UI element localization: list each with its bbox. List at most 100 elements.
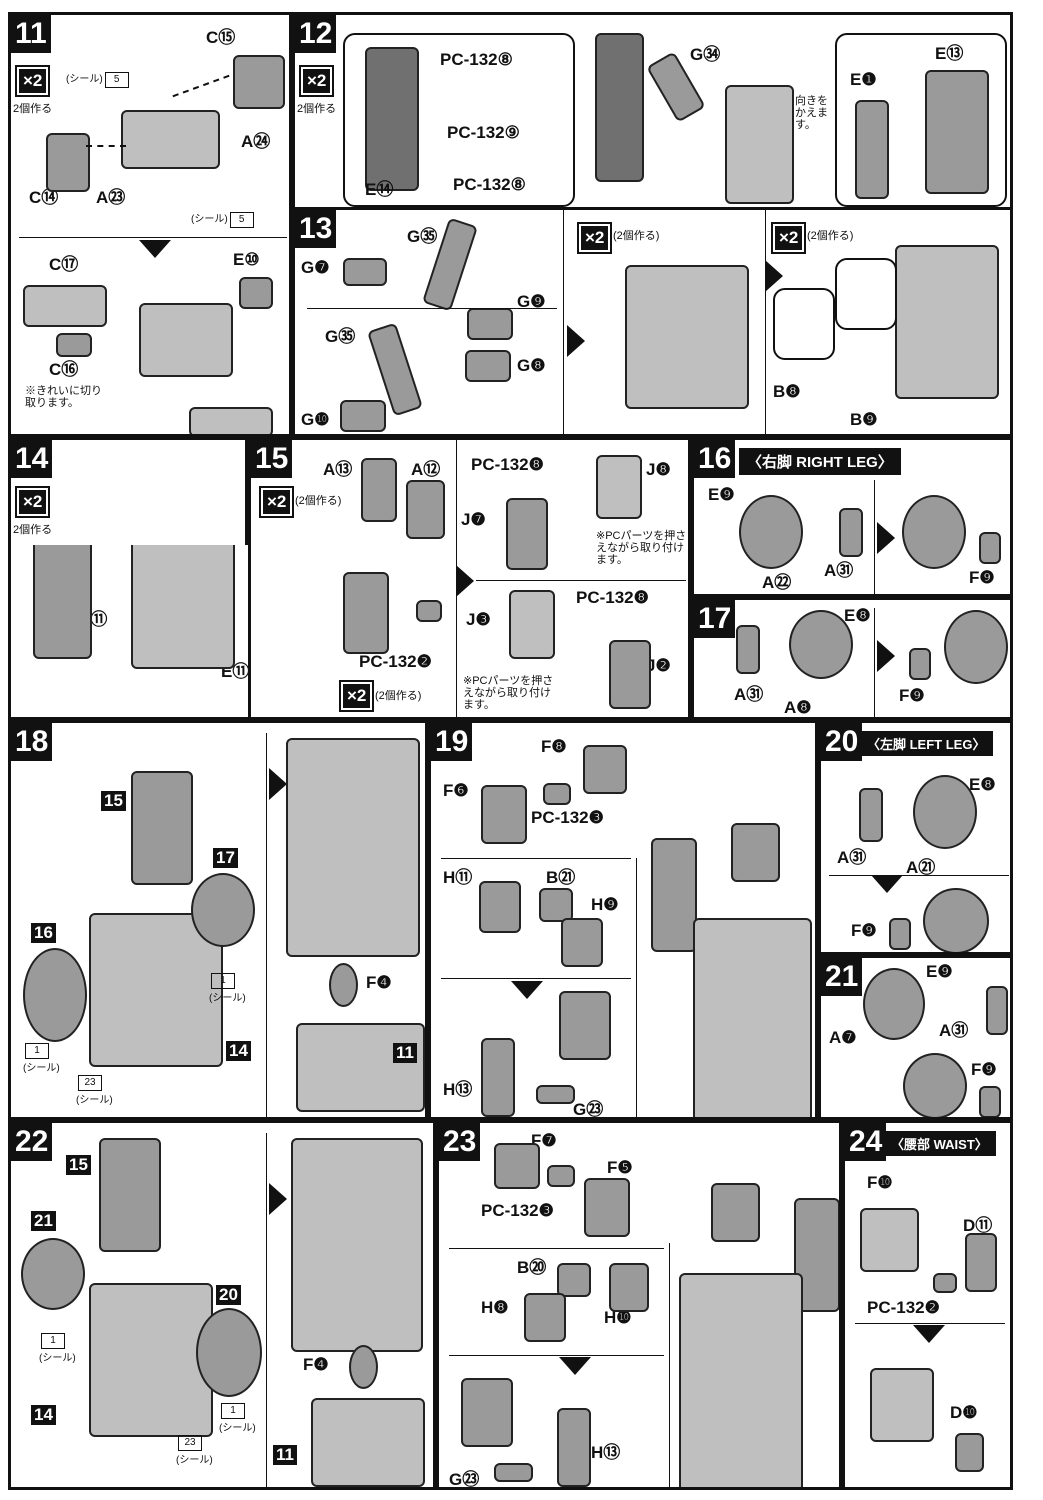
- part-label: D⑪: [963, 1216, 993, 1235]
- seal-label: (シール)5: [66, 70, 129, 88]
- part-label: E❾: [708, 485, 735, 504]
- part-leg-assembled: [286, 738, 420, 957]
- part-label: A㉛: [734, 685, 764, 704]
- step-19-panel: 19 F❽ F❻ PC-132❸ H⑪ B㉑ H❾ H⑬ G㉓: [428, 720, 818, 1120]
- part-g8: [465, 350, 511, 382]
- part-knee-disc: [196, 1308, 262, 1397]
- divider: [669, 1243, 670, 1487]
- x2-badge: ×2: [770, 222, 807, 254]
- step-number: 21: [821, 958, 863, 996]
- part-frame: [365, 47, 419, 191]
- part-g10: [340, 400, 386, 432]
- part-f8: [583, 745, 627, 794]
- step-15-panel: 15 ×2 (2個作る) A⑬ A⑫ PC-132❷ ×2 (2個作る) PC-…: [248, 437, 691, 720]
- arrow-right: [567, 325, 585, 357]
- part-j2: [609, 640, 651, 709]
- part-leg-disc: [863, 968, 925, 1040]
- part-a12: [406, 480, 445, 539]
- part-label: PC-132❽: [576, 588, 649, 607]
- callout-box: [773, 288, 835, 360]
- part-leg-disc: [789, 610, 853, 679]
- part-label: E❽: [969, 775, 996, 794]
- part-a31: [986, 986, 1008, 1035]
- part-label: J❼: [461, 510, 486, 529]
- part-body: [121, 110, 220, 169]
- part-label: J❷: [646, 656, 671, 675]
- guide-line: [172, 74, 230, 98]
- part-d11: [965, 1233, 997, 1292]
- part-label: C⑮: [206, 28, 236, 47]
- part-label: A㉛: [837, 848, 867, 867]
- part-leg-assembled: [291, 1138, 423, 1352]
- divider: [441, 978, 631, 979]
- part-e7: [33, 545, 92, 659]
- x2-note: 2個作る: [13, 103, 53, 115]
- part-label: PC-132⑧: [453, 175, 526, 194]
- callout-box: [835, 258, 897, 330]
- part-label: G㉓: [573, 1100, 604, 1119]
- arrow-down: [559, 1357, 591, 1375]
- section-title: 〈腰部 WAIST〉: [883, 1131, 996, 1156]
- divider: [874, 480, 875, 594]
- part-f9: [889, 918, 911, 950]
- section-title: 〈右脚 RIGHT LEG〉: [739, 448, 901, 475]
- seal-label: (シール)5: [191, 210, 254, 228]
- arrow-down: [913, 1325, 945, 1343]
- step-20-panel: 20 〈左脚 LEFT LEG〉 E❽ A㉛ A㉑ F❾: [818, 720, 1013, 955]
- part-leg-frame: [89, 1283, 213, 1437]
- part-label: F❻: [443, 781, 469, 800]
- step-22-panel: 22 15 21 20 14 1(シール) 1(シール) 23(シール) F❹ …: [8, 1120, 436, 1490]
- part-f9: [909, 648, 931, 680]
- part-leg-disc: [913, 775, 977, 849]
- part-pc132: [547, 1165, 575, 1187]
- part-h11: [479, 881, 521, 933]
- part-cover: [725, 85, 794, 204]
- part-label: G㉞: [690, 45, 721, 64]
- part-label: H⑪: [443, 868, 473, 887]
- part-leg-disc: [739, 495, 803, 569]
- part-e1: [855, 100, 889, 199]
- x2-badge: ×2: [14, 65, 51, 97]
- part-pc132: [933, 1273, 957, 1293]
- part-label: G❼: [301, 258, 330, 277]
- arrow-down: [511, 981, 543, 999]
- seal-label: 23(シール): [76, 1075, 113, 1106]
- ref-label: 15: [66, 1155, 91, 1175]
- part-c17: [23, 285, 107, 327]
- x2-badge: ×2: [298, 65, 335, 97]
- part-label: G❽: [517, 356, 546, 375]
- ref-label: 14: [226, 1041, 251, 1061]
- guide-line: [86, 145, 126, 147]
- part-waist-block: [860, 1208, 919, 1272]
- part-label: A❽: [784, 698, 812, 717]
- part-label: PC-132❸: [481, 1201, 554, 1220]
- part-g23: [494, 1463, 533, 1482]
- ref-label: 15: [101, 791, 126, 811]
- part-f4: [329, 963, 358, 1007]
- divider: [19, 237, 287, 238]
- part-leg-disc: [903, 1053, 967, 1117]
- part-assembly: [139, 303, 233, 377]
- divider: [855, 1323, 1005, 1324]
- section-title: 〈左脚 LEFT LEG〉: [859, 731, 994, 756]
- part-label: A㉛: [939, 1021, 969, 1040]
- turn-note: 向きをかえます。: [795, 95, 828, 131]
- step-number: 22: [11, 1123, 53, 1161]
- part-h13: [481, 1038, 515, 1117]
- part-label: F❽: [541, 737, 567, 756]
- part-foot: [296, 1023, 425, 1112]
- ref-label: 14: [31, 1405, 56, 1425]
- part-h8: [524, 1293, 566, 1342]
- part-pc132: [416, 600, 442, 622]
- arrow-right: [456, 565, 474, 597]
- part-label: J❸: [466, 610, 491, 629]
- part-h10: [609, 1263, 649, 1312]
- part-label: C⑰: [49, 255, 79, 274]
- part-j8: [596, 455, 642, 519]
- part-f4: [349, 1345, 378, 1389]
- arrow-right: [765, 260, 783, 292]
- ref-label: 21: [31, 1211, 56, 1231]
- x2-note: (2個作る): [375, 690, 422, 702]
- ref-label: 20: [216, 1285, 241, 1305]
- seal-label: 1(シール): [39, 1333, 76, 1364]
